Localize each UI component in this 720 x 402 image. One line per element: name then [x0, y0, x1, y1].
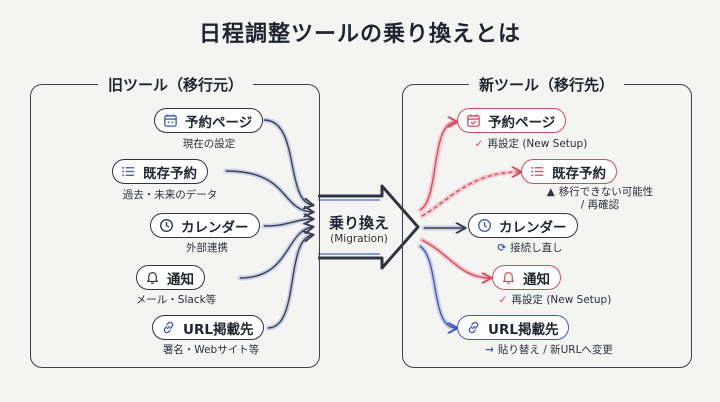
old-node-url: URL掲載先 — [152, 315, 265, 340]
diagram-title: 日程調整ツールの乗り換えとは — [198, 22, 521, 47]
old-node-existing-bookings: 既存予約 — [112, 159, 208, 184]
link-existing-bookings — [225, 170, 312, 212]
node-label: 既存予約 — [552, 165, 606, 182]
calendar-icon — [164, 114, 177, 127]
sub-text: 再設定 (New Setup) — [511, 294, 612, 306]
bell-icon — [147, 272, 158, 284]
migration-label: 乗り換え — [328, 214, 389, 232]
arrow-right-icon: → — [485, 344, 494, 356]
link-icon — [163, 321, 174, 334]
new-sub-url: →貼り替え / 新URLへ変更 — [474, 342, 624, 357]
link-url — [267, 235, 312, 329]
new-node-calendar: カレンダー — [468, 213, 578, 238]
node-label: カレンダー — [499, 219, 567, 236]
new-node-notifications: 通知 — [492, 265, 561, 290]
check-icon: ✓ — [498, 294, 508, 306]
list-icon — [531, 166, 544, 177]
old-node-notifications: 通知 — [136, 265, 205, 290]
migration-arrow — [318, 184, 420, 270]
node-label: URL掲載先 — [183, 321, 254, 338]
node-label: 通知 — [167, 271, 194, 288]
link-new-notifications — [421, 239, 490, 278]
link-new-url — [419, 245, 456, 328]
new-sub-reservation-page: ✓再設定 (New Setup) — [466, 136, 596, 151]
link-reservation-page — [263, 119, 312, 205]
old-node-reservation-page: 予約ページ — [154, 108, 264, 133]
sub-text: 貼り替え / 新URLへ変更 — [497, 344, 613, 356]
new-node-url: URL掲載先 — [457, 315, 570, 340]
bell-icon — [503, 272, 514, 284]
link-new-reservation-page — [419, 122, 456, 211]
link-icon — [468, 321, 479, 334]
clock-icon — [160, 219, 173, 232]
sub-text-2: / 再確認 — [580, 199, 620, 211]
sync-icon: ⟳ — [497, 242, 507, 254]
old-sub-calendar: 外部連携 — [186, 242, 228, 254]
sub-text: 接続し直し — [510, 242, 563, 254]
old-sub-notifications: メール・Slack等 — [135, 294, 217, 306]
list-icon — [122, 166, 135, 177]
new-node-existing-bookings: 既存予約 — [521, 159, 617, 184]
node-label: URL掲載先 — [488, 321, 559, 338]
sub-text: 再設定 (New Setup) — [487, 138, 588, 150]
new-sub-calendar: ⟳接続し直し — [478, 240, 582, 255]
old-node-calendar: カレンダー — [150, 213, 260, 238]
link-new-existing-bookings — [421, 172, 520, 217]
migration-sublabel: (Migration) — [330, 233, 388, 245]
old-sub-existing-bookings: 過去・未来のデータ — [122, 189, 218, 201]
new-node-reservation-page: 予約ページ — [457, 108, 567, 133]
old-sub-reservation-page: 現在の設定 — [182, 138, 236, 150]
node-label: カレンダー — [181, 219, 249, 236]
link-calendar — [263, 219, 312, 227]
new-tool-title: 新ツール（移行先） — [469, 74, 625, 95]
node-label: 予約ページ — [488, 114, 556, 131]
warning-icon: ▲ — [546, 186, 555, 198]
check-icon: ✓ — [474, 138, 484, 150]
old-sub-url: 署名・Webサイト等 — [162, 344, 260, 356]
new-sub-notifications: ✓再設定 (New Setup) — [490, 292, 620, 307]
new-sub-existing-bookings: ▲移行できない可能性 / 再確認 — [530, 186, 670, 212]
sub-text: 移行できない可能性 — [558, 186, 654, 198]
clock-icon — [478, 219, 491, 232]
calendar-icon — [467, 114, 480, 127]
node-label: 既存予約 — [143, 165, 197, 182]
node-label: 予約ページ — [185, 114, 253, 131]
node-label: 通知 — [523, 271, 550, 288]
old-tool-title: 旧ツール（移行元） — [98, 74, 254, 95]
